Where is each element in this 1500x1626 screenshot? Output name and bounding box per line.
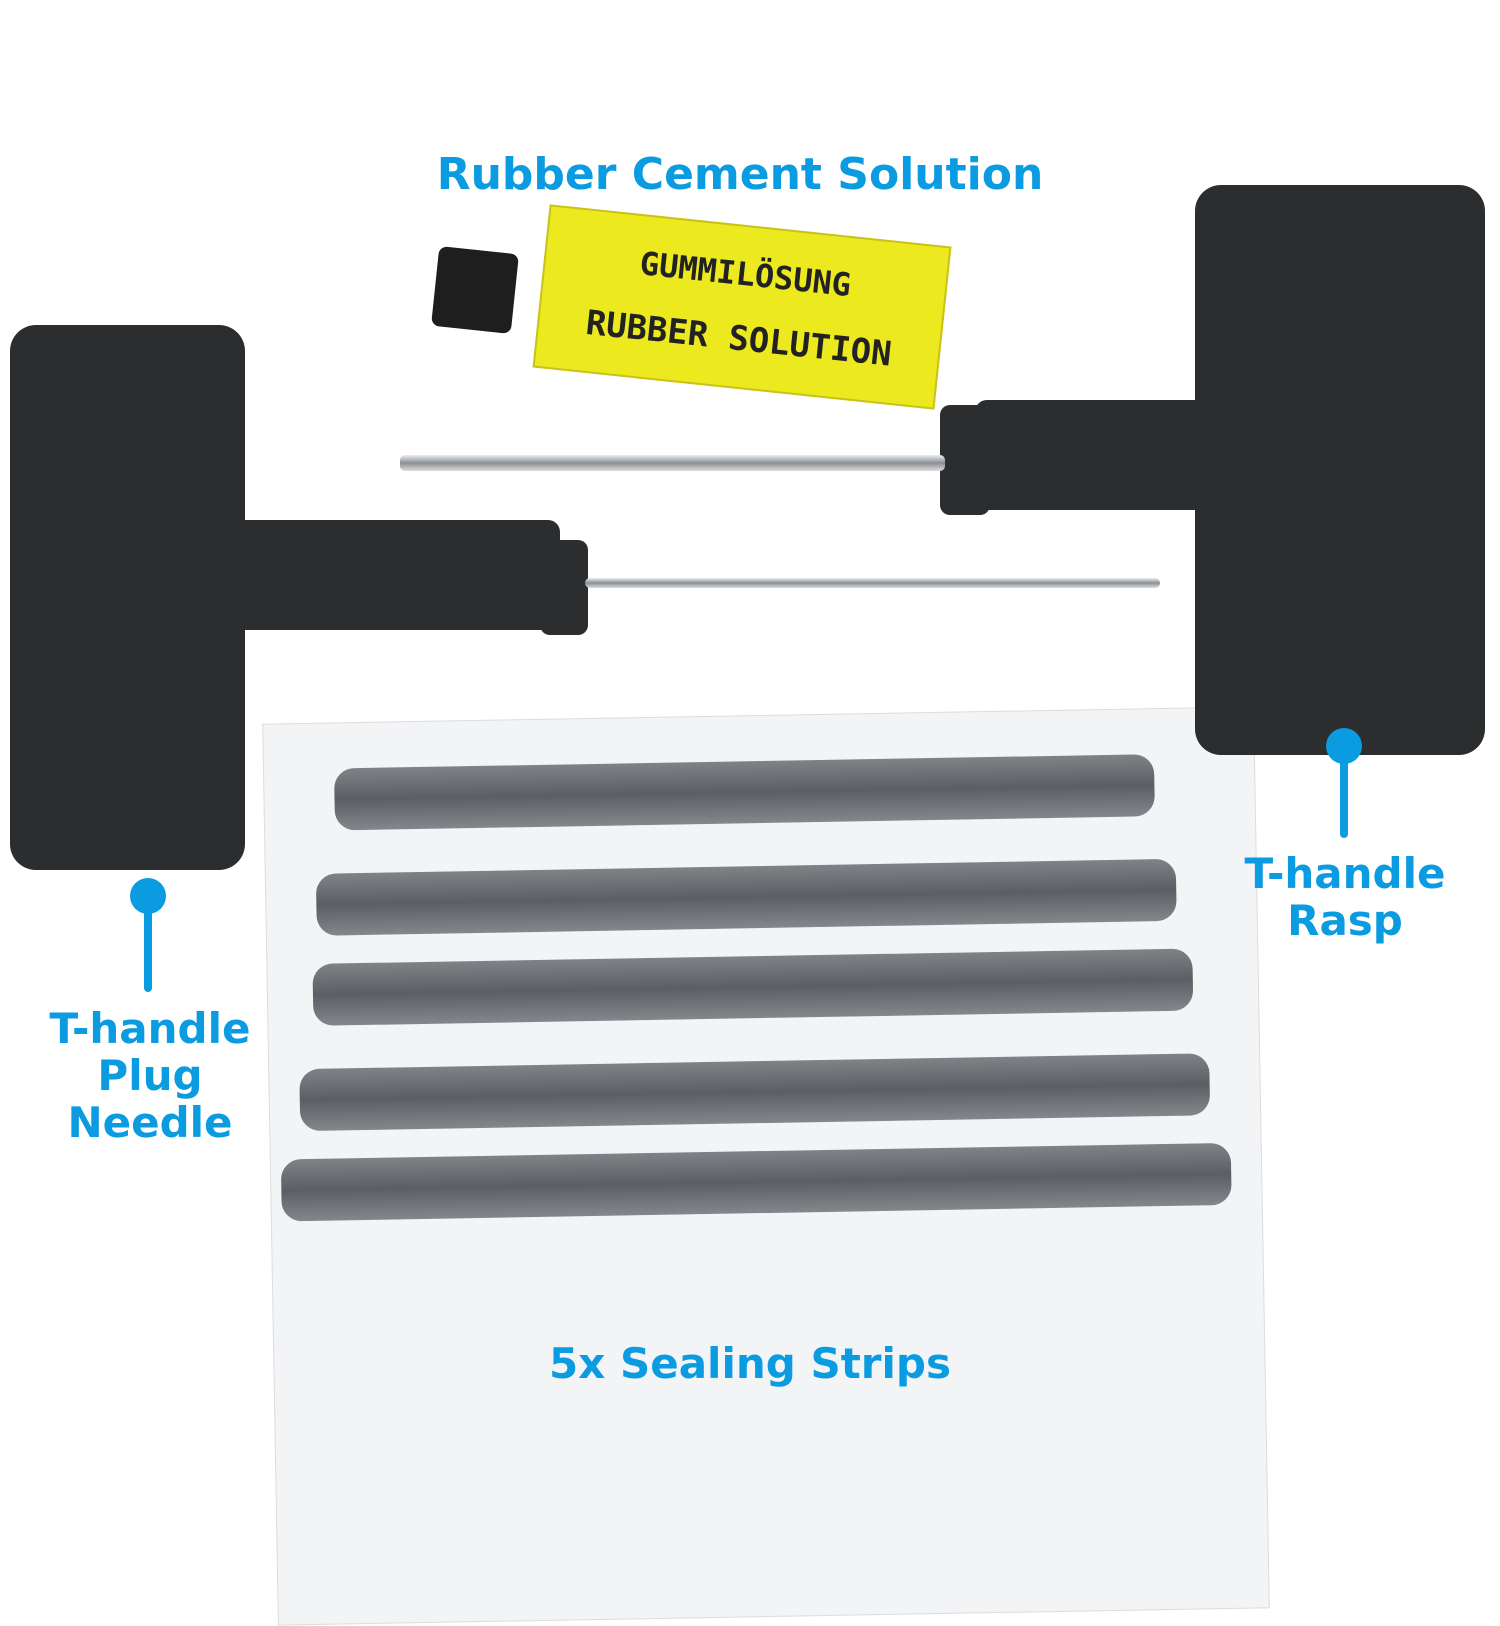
rubber-solution-tube: GUMMILÖSUNG RUBBER SOLUTION (532, 204, 952, 410)
needle-label-line3: Needle (67, 1098, 233, 1148)
rasp-label-line2: Rasp (1287, 896, 1403, 946)
tube-cap (431, 246, 519, 334)
needle-pin-line (144, 900, 152, 992)
rasp-label-line1: T-handle (1244, 849, 1446, 898)
sealing-strip (280, 1142, 1232, 1222)
rasp-handle-stem (975, 400, 1215, 510)
sealing-strip (315, 858, 1177, 936)
sealing-strip (312, 948, 1194, 1026)
sealing-strip (299, 1053, 1211, 1132)
plug-needle-shaft (585, 578, 1160, 588)
plug-needle-collar (540, 540, 588, 635)
rasp-shaft (400, 455, 945, 471)
sealing-strip-sheet (262, 706, 1270, 1626)
rasp-label: T-handle Rasp (1210, 850, 1480, 944)
tube-text-english: RUBBER SOLUTION (583, 302, 894, 375)
needle-label-line2: Plug (97, 1051, 203, 1101)
plug-needle-handle (10, 325, 245, 870)
sealing-strip (333, 754, 1155, 831)
rasp-collar (940, 405, 990, 515)
rasp-pin-line (1340, 750, 1348, 838)
tube-text-german: GUMMILÖSUNG (638, 244, 853, 305)
sealing-strips-label: 5x Sealing Strips (549, 1339, 951, 1388)
rasp-handle (1195, 185, 1485, 755)
needle-label-line1: T-handle (49, 1004, 251, 1053)
rubber-cement-label: Rubber Cement Solution (436, 149, 1044, 200)
plug-needle-handle-stem (230, 520, 560, 630)
plug-needle-label: T-handle Plug Needle (10, 1005, 290, 1146)
